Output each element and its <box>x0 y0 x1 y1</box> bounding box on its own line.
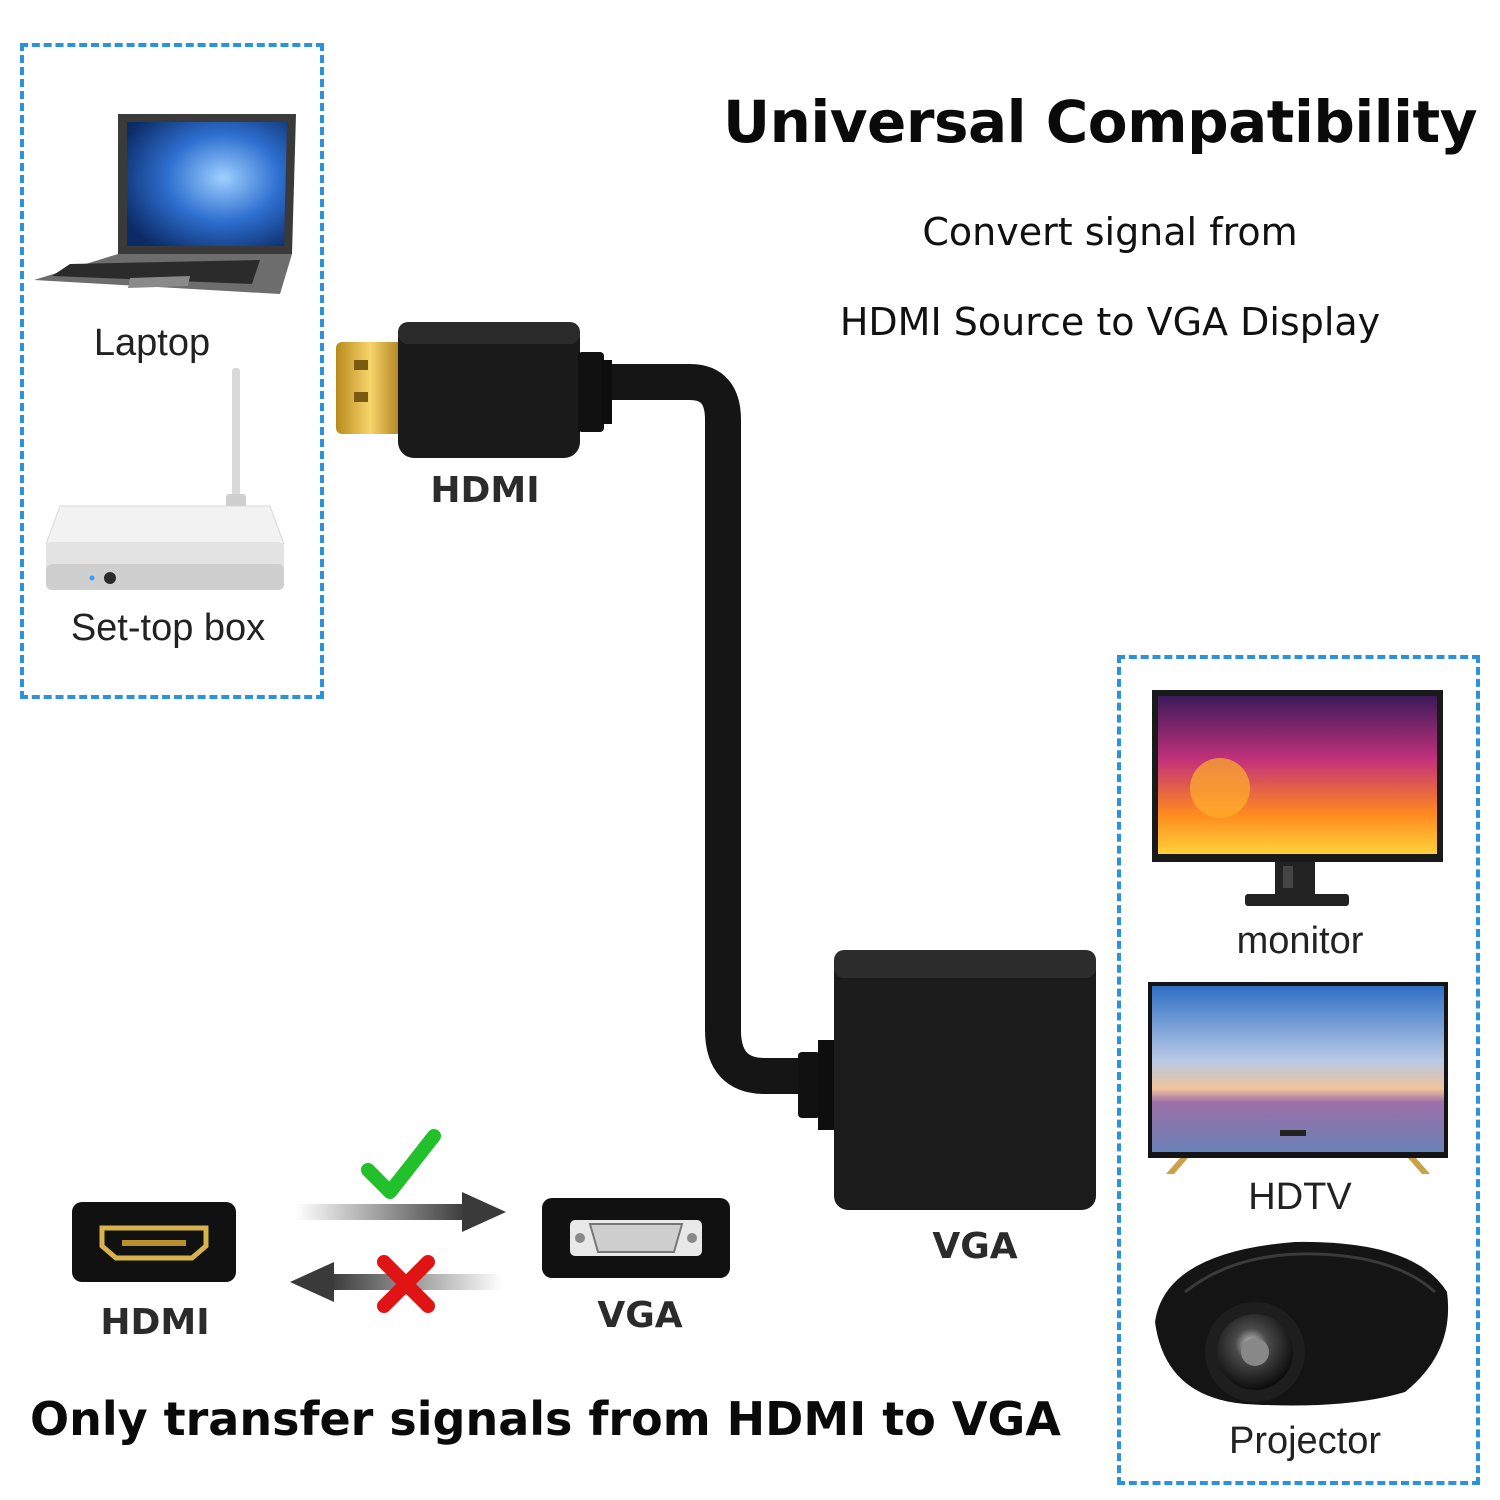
source-devices-box <box>20 43 324 699</box>
cross-icon <box>377 1255 435 1313</box>
vga-port-icon <box>542 1198 730 1278</box>
display-devices-box <box>1117 655 1480 1485</box>
settop-box-label: Set-top box <box>70 607 266 649</box>
projector-image <box>1155 1241 1449 1406</box>
footer-note: Only transfer signals from HDMI to VGA <box>30 1392 1061 1446</box>
settop-box-image <box>45 368 285 590</box>
arrow-right-allowed <box>296 1192 506 1232</box>
hdtv-image <box>1148 982 1448 1174</box>
hdtv-label: HDTV <box>1248 1176 1352 1218</box>
hdmi-port-icon <box>72 1202 236 1282</box>
page-title: Universal Compatibility <box>722 88 1478 156</box>
direction-vga-label: VGA <box>597 1295 683 1336</box>
monitor-image <box>1152 690 1443 906</box>
projector-label: Projector <box>1228 1420 1382 1462</box>
subtitle-line-2: HDMI Source to VGA Display <box>839 300 1381 344</box>
adapter-hdmi-label: HDMI <box>430 470 540 511</box>
laptop-image <box>34 114 296 294</box>
adapter-cable <box>336 322 1096 1210</box>
subtitle-line-1: Convert signal from <box>922 210 1298 254</box>
check-icon <box>361 1129 441 1199</box>
direction-hdmi-label: HDMI <box>100 1302 210 1343</box>
laptop-label: Laptop <box>93 322 211 364</box>
monitor-label: monitor <box>1236 920 1364 962</box>
adapter-vga-label: VGA <box>932 1226 1018 1267</box>
